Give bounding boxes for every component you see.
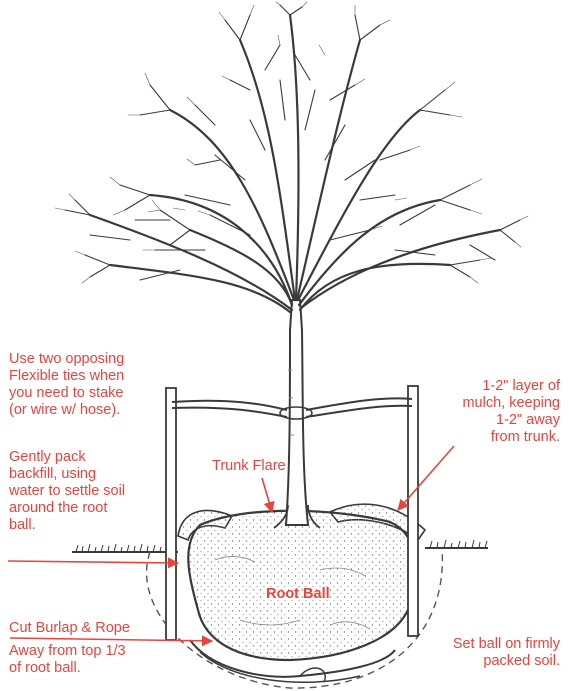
set-ball-line: packed soil. — [453, 653, 560, 670]
backfill-line: Gently pack — [9, 449, 125, 466]
burlap-label: Cut Burlap & Rope — [9, 620, 130, 637]
ties-line: Flexible ties when — [9, 368, 124, 385]
burlap-detail-note: Away from top 1/3 of root ball. — [9, 643, 126, 677]
ties-line: you need to stake — [9, 385, 124, 402]
backfill-line: backfill, using — [9, 466, 125, 483]
tree-icon — [55, 2, 528, 312]
ties-line: Use two opposing — [9, 351, 124, 368]
set-ball-line: Set ball on firmly — [453, 636, 560, 653]
mulch-line: 1-2" away — [462, 412, 560, 429]
ties-line: (or wire w/ hose). — [9, 402, 124, 419]
backfill-line: ball. — [9, 517, 125, 534]
mulch-note: 1-2" layer of mulch, keeping 1-2" away f… — [462, 378, 560, 446]
mulch-line: 1-2" layer of — [462, 378, 560, 395]
backfill-line: around the root — [9, 500, 125, 517]
root-ball-label: Root Ball — [266, 586, 330, 603]
burlap-detail-line: of root ball. — [9, 660, 126, 677]
trunk-flare-label: Trunk Flare — [212, 458, 286, 475]
backfill-line: water to settle soil — [9, 483, 125, 500]
burlap-detail-line: Away from top 1/3 — [9, 643, 126, 660]
ties-note: Use two opposing Flexible ties when you … — [9, 351, 124, 419]
backfill-note: Gently pack backfill, using water to set… — [9, 449, 125, 534]
mulch-line: mulch, keeping — [462, 395, 560, 412]
set-ball-note: Set ball on firmly packed soil. — [453, 636, 560, 670]
mulch-line: from trunk. — [462, 429, 560, 446]
